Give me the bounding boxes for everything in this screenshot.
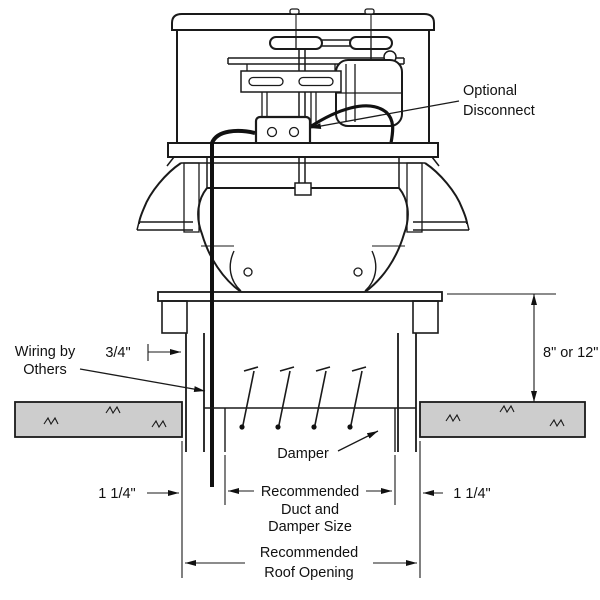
drive-belt [322,39,350,47]
damper-assembly [204,366,416,452]
left-clearance-value: 1 1/4" [98,486,135,502]
dim-duct-damper-size: Recommended Duct and Damper Size [224,455,396,535]
motor-mount-assembly [227,50,405,127]
label-damper: Damper [277,430,379,462]
wood-blocking-right [412,300,439,334]
dim-right-clearance: 1 1/4" [423,486,491,502]
venturi-bolt-right [353,267,363,277]
wood-blocking-left [161,300,188,334]
lid-bolt-left [289,8,300,15]
curb-walls [185,333,417,452]
venturi-bolt-left [243,267,253,277]
damper-label: Damper [277,446,329,462]
wiring-label-line2: Others [23,362,67,378]
roof-deck-right [419,401,586,438]
mount-bolts [261,92,317,126]
windband-hood [136,157,470,233]
damper-blades [239,366,367,430]
roof-opening-line1: Recommended [260,545,358,561]
duct-size-line2: Duct and [281,502,339,518]
wiring-conduit [210,128,256,487]
wiring-offset-value: 3/4" [105,345,130,361]
dim-curb-height: 8" or 12" [447,293,598,402]
motor-plate [227,57,405,65]
curb-cap-plate [157,291,443,302]
support-strip-right [406,162,423,233]
exhaust-fan-housing [171,8,435,152]
label-optional-disconnect: Optional Disconnect [309,83,535,129]
duct-size-line1: Recommended [261,484,359,500]
fan-deck [166,142,440,167]
roof-deck-left [14,401,183,438]
motor-wire [309,104,395,144]
dim-wiring-offset: 3/4" [105,344,181,361]
adjustment-bracket [240,70,342,93]
dim-left-clearance: 1 1/4" [98,486,179,502]
disconnect-label-line1: Optional [463,83,517,99]
lid-bolt-right [364,8,375,15]
venturi-inlet [197,182,409,293]
disconnect-label-line2: Disconnect [463,103,535,119]
support-strip-left [183,162,200,233]
disconnect-leader-line [309,100,460,129]
curb-height-value: 8" or 12" [543,345,598,361]
duct-collar [224,408,396,452]
duct-size-line3: Damper Size [268,519,352,535]
wiring-label-line1: Wiring by [15,344,76,360]
roof-opening-line2: Roof Opening [264,565,353,581]
knockout-right [288,126,300,138]
damper-leader-line [337,430,379,452]
shaft-hub [294,182,312,196]
roof-deck [14,401,586,438]
right-clearance-value: 1 1/4" [453,486,490,502]
deck-texture [43,404,565,429]
label-wiring-by-others: Wiring by Others [15,344,206,393]
bracket-slot-right [298,76,334,87]
knockout-left [266,126,278,138]
roof-curb [157,291,443,452]
wiring-leader-line [79,368,206,393]
bracket-slot-left [248,76,284,87]
dim-roof-opening: Recommended Roof Opening [181,441,421,581]
